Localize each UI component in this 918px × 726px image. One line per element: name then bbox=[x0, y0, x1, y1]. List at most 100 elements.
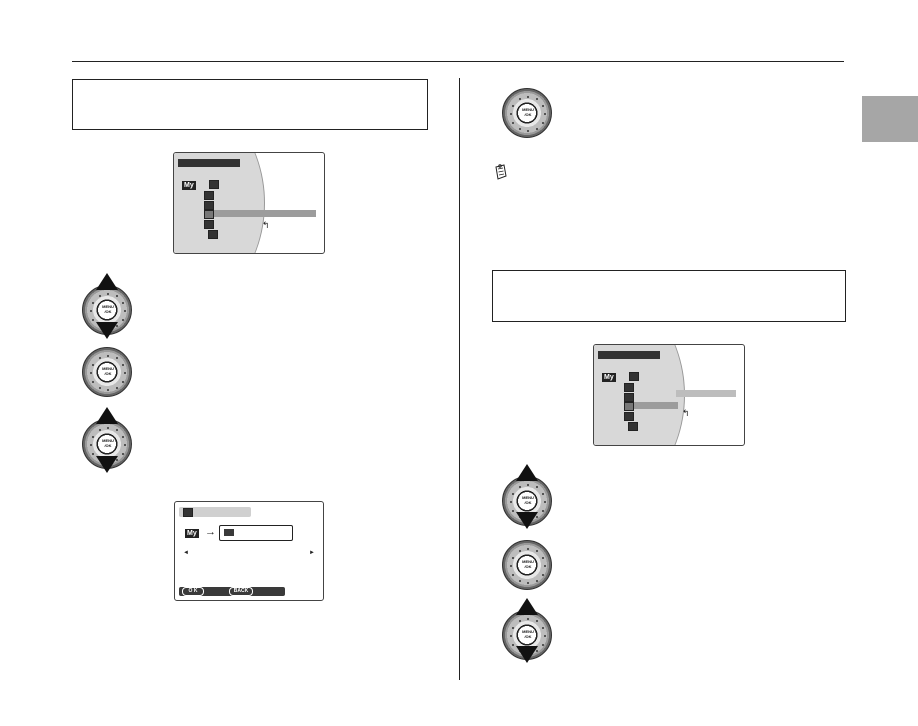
chapter-tab bbox=[862, 96, 918, 142]
down-arrow-icon bbox=[516, 512, 538, 529]
pad-label-ok: /OK bbox=[104, 443, 112, 448]
pad-tick-dot bbox=[512, 573, 515, 576]
pad-tick-dot bbox=[90, 444, 92, 446]
pad-tick-dot bbox=[518, 579, 521, 582]
pad-tick-dot bbox=[541, 509, 544, 512]
pad-tick-dot bbox=[518, 620, 521, 623]
pad-tick-dot bbox=[90, 372, 92, 374]
pad-tick-dot bbox=[541, 104, 544, 107]
lcd-menu-screen-b: My ↰ bbox=[593, 344, 745, 446]
pad-tick-dot bbox=[544, 565, 546, 567]
pad-label-menu: MENU bbox=[102, 304, 114, 309]
pad-label-ok: /OK bbox=[524, 112, 532, 117]
pad-tick-dot bbox=[541, 556, 544, 559]
transfer-arrow-icon: → bbox=[205, 526, 216, 538]
pad-tick-dot bbox=[98, 386, 101, 389]
column-divider bbox=[459, 78, 460, 680]
menu-title-bar bbox=[178, 159, 240, 167]
control-pad-ok-2[interactable]: MENU/OK bbox=[502, 88, 552, 138]
pad-tick-dot bbox=[541, 643, 544, 646]
step-heading-box-right bbox=[492, 270, 846, 322]
pad-tick-dot bbox=[527, 96, 529, 98]
lcd-folder-dialog: My → ◄ ► O K BACK bbox=[174, 501, 324, 601]
menu-item-icon bbox=[624, 383, 634, 392]
menu-highlight-row bbox=[634, 402, 678, 409]
pad-tick-dot bbox=[92, 380, 95, 383]
pad-tick-dot bbox=[107, 389, 109, 391]
lcd-menu-screen-a: My ↰ bbox=[173, 152, 325, 254]
pad-tick-dot bbox=[512, 556, 515, 559]
left-arrow-icon[interactable]: ◄ bbox=[183, 550, 189, 556]
pad-tick-dot bbox=[527, 484, 529, 486]
dialog-title-bar bbox=[179, 507, 251, 517]
pad-tick-dot bbox=[124, 310, 126, 312]
pad-label-ok: /OK bbox=[524, 564, 532, 569]
pad-tick-dot bbox=[535, 579, 538, 582]
return-arrow-icon: ↰ bbox=[262, 220, 270, 230]
menu-item-icon bbox=[624, 393, 634, 402]
pad-tick-dot bbox=[535, 98, 538, 101]
control-pad-ok-1[interactable]: MENU/OK bbox=[82, 347, 132, 397]
menu-arc bbox=[594, 345, 685, 445]
pad-tick-dot bbox=[90, 310, 92, 312]
pad-label-menu: MENU bbox=[522, 495, 534, 500]
pad-tick-dot bbox=[121, 452, 124, 455]
pad-tick-dot bbox=[527, 582, 529, 584]
pad-tick-dot bbox=[121, 301, 124, 304]
pad-tick-dot bbox=[541, 492, 544, 495]
pad-tick-dot bbox=[107, 355, 109, 357]
control-pad-ok-3[interactable]: MENU/OK bbox=[502, 540, 552, 590]
folder-select-box[interactable] bbox=[219, 525, 293, 541]
pad-tick-dot bbox=[92, 452, 95, 455]
pad-tick-dot bbox=[115, 357, 118, 360]
ok-button[interactable]: O K bbox=[182, 587, 204, 596]
pad-label-ok: /OK bbox=[104, 371, 112, 376]
pad-tick-dot bbox=[518, 486, 521, 489]
pad-tick-dot bbox=[92, 435, 95, 438]
pad-tick-dot bbox=[518, 550, 521, 553]
pad-label-menu: MENU bbox=[102, 438, 114, 443]
menu-item-icon bbox=[629, 372, 639, 381]
pad-tick-dot bbox=[510, 501, 512, 503]
down-arrow-icon bbox=[516, 646, 538, 663]
pad-tick-dot bbox=[98, 357, 101, 360]
menu-item-icon bbox=[208, 230, 218, 239]
pad-tick-dot bbox=[98, 429, 101, 432]
up-arrow-icon bbox=[96, 407, 118, 424]
right-arrow-icon[interactable]: ► bbox=[309, 550, 315, 556]
pad-tick-dot bbox=[121, 318, 124, 321]
down-arrow-icon bbox=[96, 456, 118, 473]
pad-tick-dot bbox=[115, 429, 118, 432]
pad-tick-dot bbox=[92, 301, 95, 304]
back-button[interactable]: BACK bbox=[229, 587, 253, 596]
pad-tick-dot bbox=[115, 386, 118, 389]
pad-tick-dot bbox=[535, 550, 538, 553]
step-heading-box-left bbox=[72, 79, 428, 130]
pad-tick-dot bbox=[98, 295, 101, 298]
return-arrow-icon: ↰ bbox=[682, 408, 690, 418]
pad-tick-dot bbox=[535, 127, 538, 130]
dialog-footer: O K BACK bbox=[179, 587, 285, 596]
pad-label-ok: /OK bbox=[524, 634, 532, 639]
menu-item-icon bbox=[204, 191, 214, 200]
pad-tick-dot bbox=[512, 104, 515, 107]
top-rule bbox=[72, 61, 844, 62]
pad-label-menu: MENU bbox=[102, 366, 114, 371]
pad-label-menu: MENU bbox=[522, 629, 534, 634]
control-pad-up-down-3[interactable]: MENU/OK bbox=[502, 476, 552, 526]
pad-tick-dot bbox=[544, 113, 546, 115]
pad-tick-dot bbox=[115, 295, 118, 298]
pad-tick-dot bbox=[92, 318, 95, 321]
pad-tick-dot bbox=[527, 618, 529, 620]
menu-item-icon bbox=[204, 201, 214, 210]
menu-item-icon bbox=[209, 180, 219, 189]
pad-tick-dot bbox=[512, 121, 515, 124]
up-arrow-icon bbox=[516, 598, 538, 615]
my-badge: My bbox=[185, 529, 199, 538]
menu-title-bar bbox=[598, 351, 660, 359]
memo-icon bbox=[495, 164, 507, 180]
menu-highlight-row bbox=[214, 210, 316, 217]
pad-tick-dot bbox=[535, 620, 538, 623]
up-arrow-icon bbox=[96, 273, 118, 290]
my-badge: My bbox=[602, 373, 616, 382]
